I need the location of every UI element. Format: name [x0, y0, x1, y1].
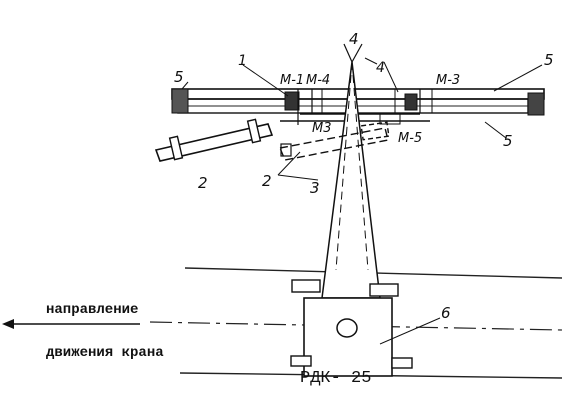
- label-5-left: 5: [174, 68, 184, 86]
- swung-beam: [279, 121, 390, 161]
- label-2-left: 2: [198, 174, 208, 192]
- caption-line-2: движения крана: [46, 345, 164, 361]
- label-m3-dashed: М3: [312, 121, 332, 136]
- label-m5: М-5: [398, 131, 422, 146]
- model-label: РДК- 25: [300, 369, 371, 388]
- diagram-labels: 5 1 М-1 М-4 4 4 М-3 5 5 М3 М-5 2 2 3 6 Р…: [174, 30, 554, 388]
- inclined-arm: [154, 118, 274, 162]
- direction-caption: направление движения крана: [2, 302, 164, 361]
- label-3: 3: [310, 179, 320, 197]
- caption-line-1: направление: [46, 302, 138, 318]
- label-4-right: 4: [376, 60, 385, 76]
- label-1: 1: [238, 53, 247, 69]
- label-m4: М-4: [306, 73, 330, 88]
- label-5-top-right: 5: [544, 51, 554, 69]
- label-2-bottom: 2: [262, 172, 272, 190]
- label-m3-right: М-3: [436, 73, 460, 88]
- leader-lines: [181, 61, 543, 345]
- carriage: [290, 279, 413, 377]
- label-4-top: 4: [349, 30, 359, 48]
- label-5-lower-right: 5: [503, 132, 513, 150]
- boom-column: [321, 43, 381, 299]
- arrow-left-icon: [2, 319, 14, 329]
- label-m1: М-1: [280, 73, 304, 88]
- label-6: 6: [441, 304, 451, 322]
